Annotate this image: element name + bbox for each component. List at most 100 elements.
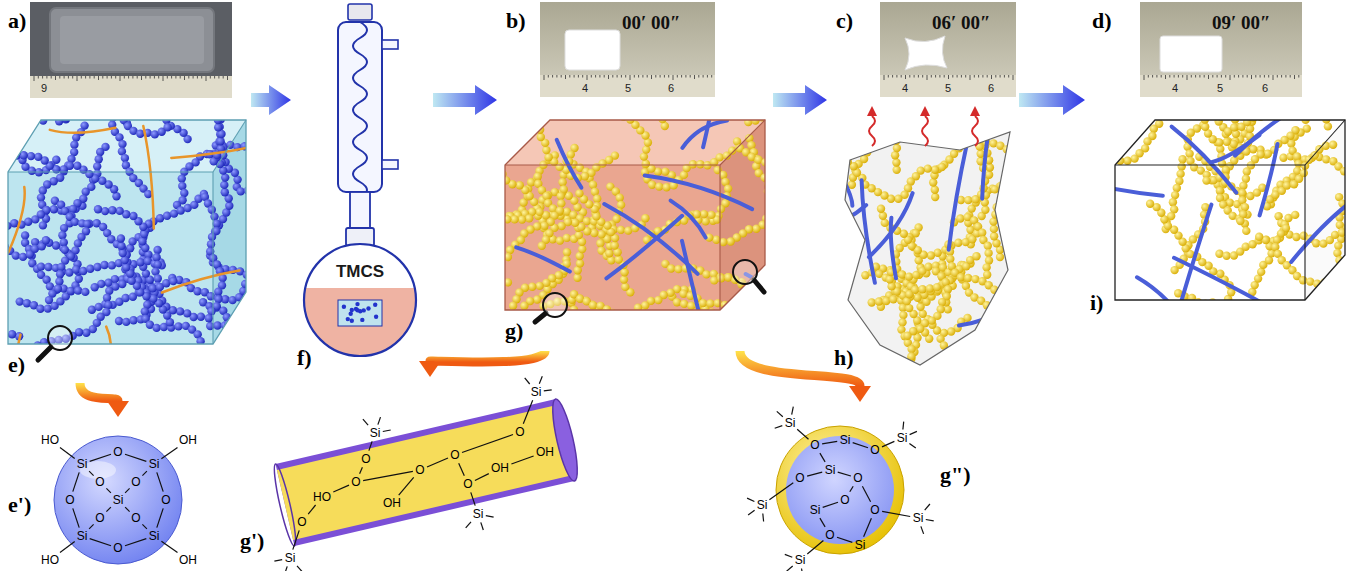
block-side-face [720, 120, 765, 310]
particle-bead [7, 115, 15, 123]
particle-bead [5, 150, 13, 158]
particle-bead [533, 295, 541, 303]
particle-bead [636, 315, 644, 323]
ruler-tick [927, 75, 928, 80]
particle-bead [217, 109, 225, 117]
particle-bead [1004, 194, 1012, 202]
particle-bead [254, 148, 262, 156]
particle-bead [947, 327, 955, 335]
ruler-tick [1178, 75, 1179, 78]
particle-bead [900, 365, 908, 373]
particle-bead [1033, 192, 1041, 200]
particle-bead [599, 77, 607, 85]
particle-bead [230, 102, 238, 110]
evaporation-arrowhead [867, 106, 877, 116]
particle-bead [599, 84, 607, 92]
particle-bead [224, 342, 232, 350]
particle-bead [57, 263, 65, 271]
particle-bead [1009, 332, 1017, 340]
particle-bead [915, 396, 923, 404]
particle-bead [210, 212, 218, 220]
particle-bead [138, 237, 146, 245]
particle-bead [575, 189, 583, 197]
magnifier-handle [535, 313, 546, 322]
particle-bead [738, 65, 746, 73]
particle-bead [117, 234, 125, 242]
particle-bead [1025, 191, 1033, 199]
particle-bead [616, 333, 624, 341]
ruler-tick [694, 75, 695, 79]
particle-bead [661, 76, 669, 84]
ruler-tick [72, 76, 73, 79]
ruler-tick [59, 76, 60, 79]
particle-bead [946, 255, 954, 263]
particle-bead [611, 241, 619, 249]
particle-bead [569, 336, 577, 344]
particle-bead [1220, 343, 1228, 351]
particle-bead [706, 299, 714, 307]
particle-bead [1254, 104, 1262, 112]
ruler-tick [569, 75, 570, 78]
ruler-tick [884, 75, 885, 80]
particle-bead [972, 368, 980, 376]
ruler-tick [1191, 75, 1192, 78]
particle-bead [481, 157, 489, 165]
particle-bead [654, 329, 662, 337]
particle-bead [652, 370, 660, 378]
particle-bead [592, 330, 600, 338]
particle-bead [95, 155, 103, 163]
ruler-tick [214, 76, 215, 79]
particle-bead [893, 166, 901, 174]
particle-bead [152, 253, 160, 261]
particle-bead [887, 282, 895, 290]
ruler-tick [1148, 75, 1149, 78]
particle-bead [1250, 90, 1258, 98]
ruler-tick [634, 75, 635, 78]
particle-bead [649, 104, 657, 112]
ruler-tick [711, 75, 712, 78]
ruler-tick [68, 76, 69, 79]
particle-bead [242, 361, 250, 369]
particle-bead [122, 318, 130, 326]
particle-bead [576, 259, 584, 267]
particle-bead [979, 132, 987, 140]
particle-bead [589, 60, 597, 68]
particle-bead [1322, 115, 1330, 123]
particle-bead [1264, 150, 1272, 158]
particle-bead [977, 373, 985, 381]
particle-bead [988, 427, 996, 435]
ruler-tick [81, 76, 82, 79]
particle-bead [235, 360, 243, 368]
particle-bead [891, 107, 899, 115]
particle-bead [787, 126, 795, 134]
cellulose-fiber [104, 327, 111, 381]
ruler-tick [1285, 75, 1286, 78]
particle-bead [258, 267, 266, 275]
particle-bead [654, 79, 662, 87]
particle-bead [48, 97, 56, 105]
particle-bead [581, 172, 589, 180]
ruler-tick [974, 75, 975, 78]
particle-bead [57, 85, 65, 93]
ruler-tick [1260, 75, 1261, 78]
particle-bead [1004, 328, 1012, 336]
ruler-tick [914, 75, 915, 78]
particle-bead [886, 275, 894, 283]
ruler-tick [552, 75, 553, 78]
particle-bead [1238, 89, 1246, 97]
particle-bead [603, 98, 611, 106]
particle-bead [609, 336, 617, 344]
ruler-tick [115, 76, 116, 79]
particle-bead [728, 302, 736, 310]
ruler-tick [608, 75, 609, 79]
ruler-tick [46, 76, 47, 79]
particle-bead [693, 210, 701, 218]
particle-bead [1046, 185, 1054, 193]
particle-bead [768, 193, 776, 201]
particle-bead [1286, 65, 1294, 73]
cellulose-fiber [682, 241, 703, 327]
particle-bead [97, 99, 105, 107]
particle-bead [207, 59, 215, 67]
particle-bead [19, 97, 27, 105]
ruler-tick [1008, 75, 1009, 78]
